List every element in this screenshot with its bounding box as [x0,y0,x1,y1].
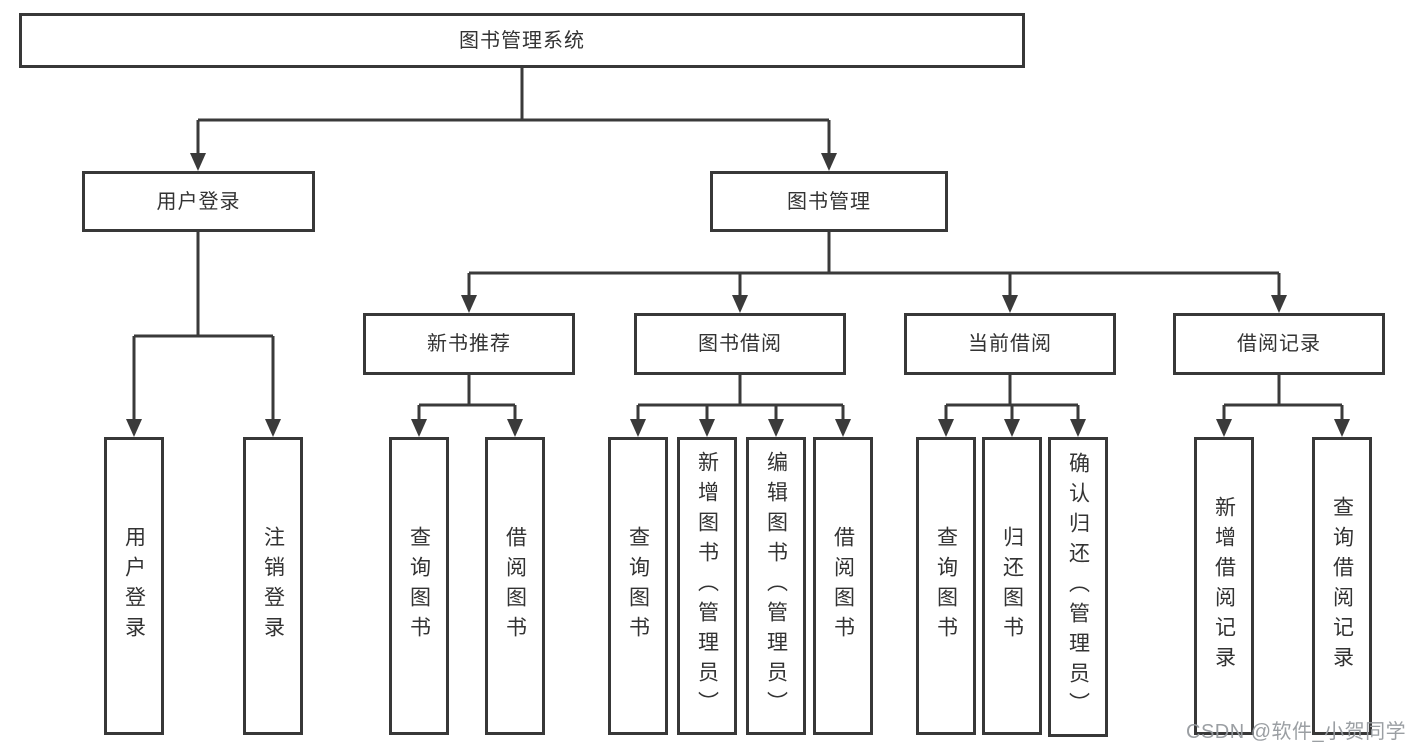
connector-book-borrow-to-leaves [630,375,851,437]
node-book-management-label: 图书管理 [787,190,871,213]
node-user-login: 用户登录 [82,171,315,232]
connector-user-login-to-leaves [126,232,281,437]
node-new-book-recommend: 新书推荐 [363,313,575,375]
node-library-system-label: 图书管理系统 [459,29,585,52]
connector-borrow-record-to-leaves [1216,375,1350,437]
node-book-borrow-label: 图书借阅 [698,333,782,355]
leaf-borrow-query-book-label: 查询图书 [626,526,650,646]
leaf-current-query-book-label: 查询图书 [934,526,958,646]
leaf-user-login: 用户登录 [104,437,164,735]
leaf-borrow-borrow-book-label: 借阅图书 [831,526,855,646]
leaf-logout-label: 注销登录 [261,526,285,646]
leaf-newbook-query-book: 查询图书 [389,437,449,735]
node-borrow-record: 借阅记录 [1173,313,1385,375]
connector-book-management-to-level3 [461,232,1287,313]
node-library-system: 图书管理系统 [19,13,1025,68]
leaf-current-confirm-return-admin: 确认归还（管理员） [1048,437,1108,737]
node-current-borrow: 当前借阅 [904,313,1116,375]
connector-current-borrow-to-leaves [938,375,1086,437]
node-book-borrow: 图书借阅 [634,313,846,375]
leaf-record-query-record-label: 查询借阅记录 [1330,496,1354,676]
csdn-watermark: CSDN @软件_小贺同学 [1186,721,1405,743]
node-book-management: 图书管理 [710,171,948,232]
leaf-record-add-record-label: 新增借阅记录 [1212,496,1236,676]
leaf-borrow-edit-book-admin: 编辑图书（管理员） [746,437,806,735]
leaf-newbook-borrow-book: 借阅图书 [485,437,545,735]
leaf-borrow-add-book-admin-label: 新增图书（管理员） [695,451,719,721]
connector-new-book-to-leaves [411,375,523,437]
connector-root-to-level2 [190,68,837,171]
node-new-book-recommend-label: 新书推荐 [427,333,511,355]
leaf-record-query-record: 查询借阅记录 [1312,437,1372,735]
leaf-current-query-book: 查询图书 [916,437,976,735]
node-user-login-label: 用户登录 [156,190,241,213]
leaf-record-add-record: 新增借阅记录 [1194,437,1254,735]
leaf-current-return-book-label: 归还图书 [1000,526,1024,646]
node-current-borrow-label: 当前借阅 [968,333,1052,355]
leaf-newbook-query-book-label: 查询图书 [407,526,431,646]
leaf-newbook-borrow-book-label: 借阅图书 [503,526,527,646]
leaf-current-confirm-return-admin-label: 确认归还（管理员） [1066,452,1090,722]
leaf-borrow-query-book: 查询图书 [608,437,668,735]
leaf-logout: 注销登录 [243,437,303,735]
leaf-current-return-book: 归还图书 [982,437,1042,735]
node-borrow-record-label: 借阅记录 [1237,333,1321,355]
leaf-user-login-label: 用户登录 [122,526,146,646]
leaf-borrow-add-book-admin: 新增图书（管理员） [677,437,737,735]
leaf-borrow-borrow-book: 借阅图书 [813,437,873,735]
leaf-borrow-edit-book-admin-label: 编辑图书（管理员） [764,451,788,721]
